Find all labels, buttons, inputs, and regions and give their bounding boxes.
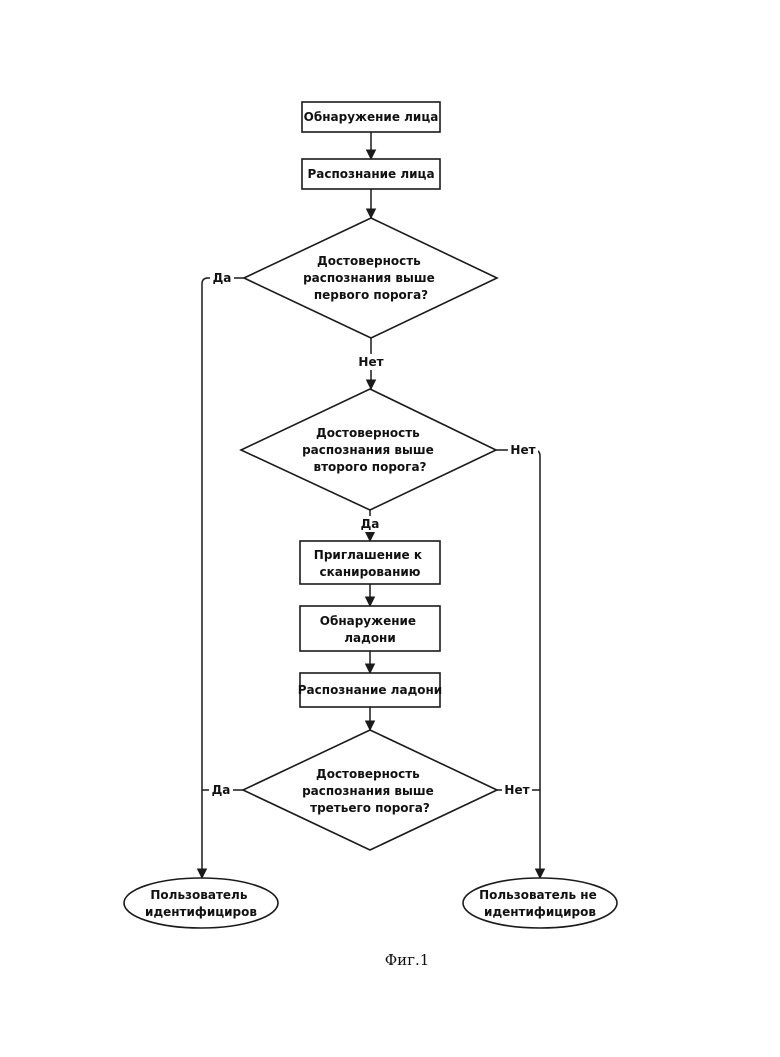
terminal-ellipse [124,878,278,928]
figure-caption: Фиг.1 [385,951,430,969]
node-palm-recog-text: Распознание ладони [298,683,442,697]
node-decision2: Достоверность распознания выше второго п… [241,389,496,510]
terminal-ellipse [463,878,617,928]
label-d1-no: Нет [358,355,383,369]
node-face-recog: Распознание лица [302,159,440,189]
edge-decision2-no-to-user-fail [496,450,540,878]
node-user-fail: Пользователь не идентифициров [463,878,617,928]
node-face-recog-text: Распознание лица [307,167,434,181]
label-d1-yes: Да [213,271,232,285]
node-decision1: Достоверность распознания выше первого п… [244,218,497,338]
node-decision3: Достоверность распознания выше третьего … [243,730,497,850]
node-face-detect-text: Обнаружение лица [304,110,439,124]
label-d2-yes: Да [361,517,380,531]
edge-labels: Да Нет Нет Да Да Нет [209,270,538,798]
node-palm-detect: Обнаружение ладони [300,606,440,651]
node-decision2-text: Достоверность распознания выше второго п… [302,426,438,474]
label-d3-no: Нет [504,783,529,797]
node-scan-invite: Приглашение к сканированию [300,541,440,584]
node-face-detect: Обнаружение лица [302,102,440,132]
node-decision3-text: Достоверность распознания выше третьего … [302,767,438,815]
label-d2-no: Нет [510,443,535,457]
node-palm-recog: Распознание ладони [298,673,442,707]
node-decision1-text: Достоверность распознания выше первого п… [303,254,439,302]
label-d3-yes: Да [212,783,231,797]
node-user-ok: Пользователь идентифициров [124,878,278,928]
